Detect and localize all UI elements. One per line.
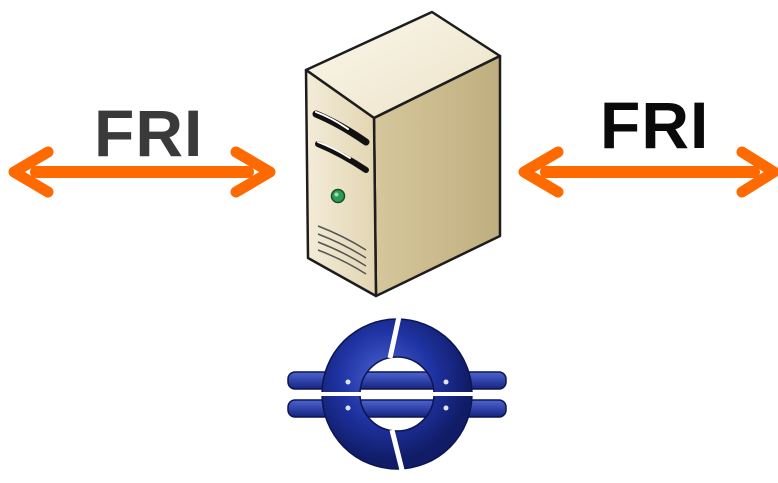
server-tower-icon (304, 10, 502, 298)
left-double-arrow-icon (8, 146, 276, 198)
left-fri-label: FRI (94, 96, 204, 170)
right-double-arrow-icon (518, 146, 778, 198)
right-fri-label: FRI (600, 88, 710, 162)
blue-ring-logo-icon (287, 311, 507, 479)
